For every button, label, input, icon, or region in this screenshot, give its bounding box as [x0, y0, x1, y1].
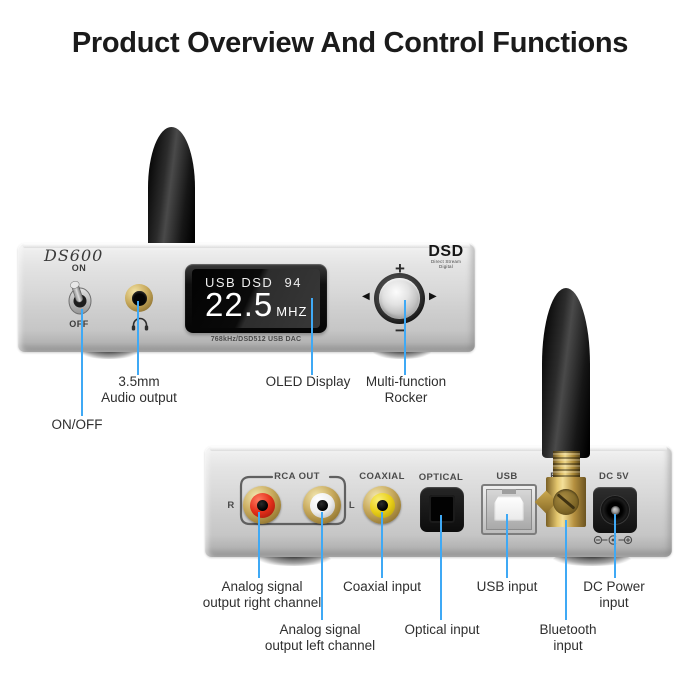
- bluetooth-antenna-connector[interactable]: [546, 477, 586, 527]
- headphone-jack[interactable]: [125, 284, 153, 312]
- callout-bluetooth: Bluetooth input: [539, 622, 596, 654]
- oled-source: USB DSD: [205, 275, 274, 290]
- rca-out-label: RCA OUT: [274, 471, 320, 482]
- callout-rca-left-line1: Analog signal: [279, 622, 361, 637]
- leader-line-power: [81, 309, 83, 416]
- leader-line-rocker: [404, 300, 406, 375]
- headphone-jack-hole: [131, 290, 147, 306]
- callout-audio-out: 3.5mm Audio output: [101, 374, 177, 406]
- callout-rca-right-line2: output right channel: [202, 595, 322, 610]
- callout-rocker-line1: Multi-function: [365, 374, 447, 389]
- callout-bt-line2: input: [553, 638, 583, 653]
- callout-coaxial-text: Coaxial input: [342, 579, 422, 594]
- callout-rocker: Multi-function Rocker: [366, 374, 446, 406]
- panel-caption: 768kHz/DSD512 USB DAC: [210, 336, 302, 343]
- callout-power: ON/OFF: [52, 417, 103, 433]
- usb-port[interactable]: [481, 484, 537, 535]
- callout-usb-text: USB input: [476, 579, 538, 594]
- brand-logo: DS600: [44, 246, 104, 265]
- dsd-logo: DSD Direct Stream Digital: [424, 243, 468, 270]
- callout-optical-text: Optical input: [404, 622, 480, 637]
- callout-optical: Optical input: [404, 622, 479, 638]
- coaxial-ring: [369, 492, 395, 518]
- callout-rca-right: Analog signal output right channel: [203, 579, 322, 611]
- optical-port-inner: [429, 495, 455, 523]
- rca-right-ring: [249, 492, 275, 518]
- leader-line-rca-left: [321, 512, 323, 620]
- dc-label: DC 5V: [599, 471, 629, 482]
- callout-rca-right-line1: Analog signal: [221, 579, 303, 594]
- rocker-knob[interactable]: [379, 278, 420, 319]
- callout-rca-left-line2: output left channel: [264, 638, 376, 653]
- switch-on-label: ON: [71, 263, 87, 273]
- callout-oled-text: OLED Display: [265, 374, 351, 389]
- leader-line-oled: [311, 298, 313, 375]
- headphone-icon: [131, 317, 149, 331]
- rca-right-connector[interactable]: [243, 486, 281, 524]
- callout-audio-line1: 3.5mm: [118, 374, 160, 389]
- coaxial-hole: [376, 499, 388, 511]
- switch-off-label: OFF: [69, 319, 89, 329]
- dsd-logo-text: DSD: [428, 243, 464, 260]
- multi-function-rocker[interactable]: [374, 273, 425, 324]
- rca-left-hole: [316, 499, 328, 511]
- rca-left-letter: L: [348, 500, 356, 511]
- page-title: Product Overview And Control Functions: [71, 27, 629, 59]
- callout-dc: DC Power input: [583, 579, 645, 611]
- rocker-left-arrow-icon: ◀: [362, 291, 370, 302]
- rca-right-hole: [256, 499, 268, 511]
- callout-power-text: ON/OFF: [51, 417, 103, 432]
- callout-rca-left: Analog signal output left channel: [265, 622, 375, 654]
- oled-frequency: 22.5 MHZ: [205, 286, 307, 324]
- callout-dc-line1: DC Power: [583, 579, 645, 594]
- coaxial-label: COAXIAL: [359, 471, 405, 482]
- dc-jack-pin: [610, 505, 620, 515]
- optical-label: OPTICAL: [418, 472, 464, 483]
- oled-screen: USB DSD 94 22.5 MHZ: [192, 269, 320, 328]
- dsd-logo-subtext: Direct Stream Digital: [430, 259, 462, 269]
- usb-port-plug: [494, 496, 524, 521]
- leader-line-dc: [614, 514, 616, 578]
- callout-audio-line2: Audio output: [101, 390, 177, 405]
- rca-group-bracket: [239, 475, 347, 526]
- oled-frequency-number: 22.5: [205, 286, 274, 323]
- oled-value: 94: [284, 275, 302, 290]
- usb-label: USB: [496, 471, 518, 482]
- optical-port[interactable]: [420, 487, 464, 532]
- power-toggle-switch[interactable]: [65, 276, 95, 316]
- callout-usb: USB input: [477, 579, 538, 595]
- coaxial-connector[interactable]: [363, 486, 401, 524]
- usb-port-tab: [502, 489, 516, 494]
- callout-bt-line1: Bluetooth: [539, 622, 597, 637]
- antenna-connector-screw: [553, 489, 579, 515]
- antenna-connector-ribbed: [553, 451, 580, 478]
- back-antenna: [542, 288, 590, 458]
- rca-right-letter: R: [227, 500, 235, 511]
- leader-line-rca-right: [258, 512, 260, 578]
- callout-rocker-line2: Rocker: [384, 390, 428, 405]
- rocker-plus-label: +: [395, 259, 405, 278]
- front-antenna: [148, 127, 195, 247]
- oled-frequency-unit: MHZ: [276, 304, 308, 319]
- leader-line-coaxial: [381, 512, 383, 578]
- rocker-right-arrow-icon: ▶: [429, 291, 437, 302]
- callout-dc-line2: input: [599, 595, 629, 610]
- leader-line-bluetooth: [565, 520, 567, 620]
- callout-coaxial: Coaxial input: [343, 579, 421, 595]
- dc-polarity-icon: [593, 535, 633, 545]
- leader-line-usb: [506, 514, 508, 578]
- oled-status-row: USB DSD 94: [192, 269, 320, 290]
- callout-oled: OLED Display: [266, 374, 351, 390]
- leader-line-audio-out: [137, 301, 139, 375]
- rocker-minus-label: −: [395, 321, 405, 340]
- oled-display: USB DSD 94 22.5 MHZ: [185, 264, 327, 333]
- leader-line-optical: [440, 515, 442, 620]
